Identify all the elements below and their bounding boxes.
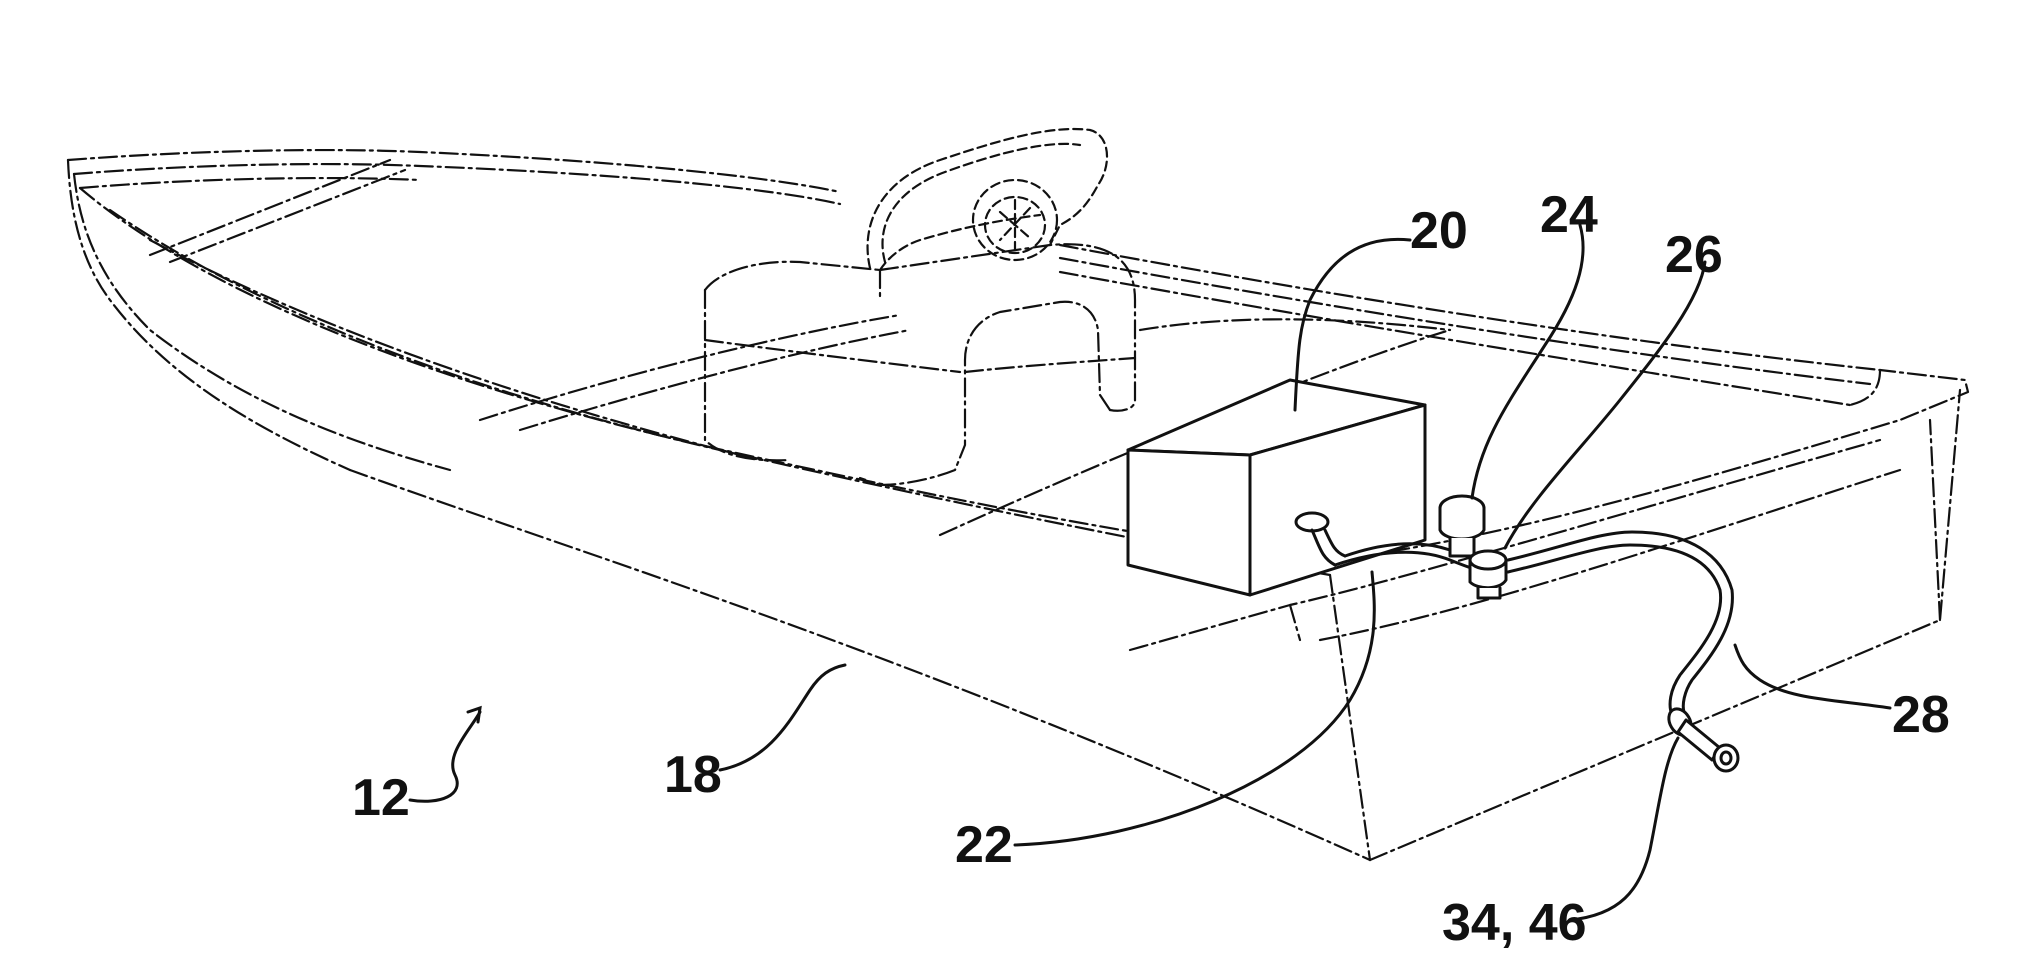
leader-22 (1013, 570, 1376, 847)
leader-12-arrow (466, 705, 482, 724)
label-22: 22 (955, 816, 1013, 874)
leader-lines (408, 223, 1892, 922)
label-26: 26 (1665, 226, 1723, 284)
nozzle (1667, 707, 1740, 773)
console (703, 127, 1137, 487)
tank (1126, 378, 1427, 597)
label-20: 20 (1410, 202, 1468, 260)
leader-26 (1503, 260, 1707, 550)
leader-28 (1733, 643, 1892, 710)
leader-12 (408, 710, 482, 803)
leader-24 (1470, 223, 1585, 500)
connector (1468, 549, 1508, 600)
label-18: 18 (664, 746, 722, 804)
label-28: 28 (1892, 686, 1950, 744)
label-24: 24 (1540, 186, 1598, 244)
leader-18 (718, 663, 847, 772)
reference-labels: 12 18 20 22 24 26 28 34, 46 (352, 186, 1950, 952)
label-34-46: 34, 46 (1442, 894, 1587, 952)
leader-34-46 (1568, 736, 1680, 922)
label-12: 12 (352, 769, 410, 827)
tank-outlet-fitting (1294, 511, 1347, 567)
valve (1438, 494, 1486, 558)
leader-20 (1293, 237, 1412, 412)
